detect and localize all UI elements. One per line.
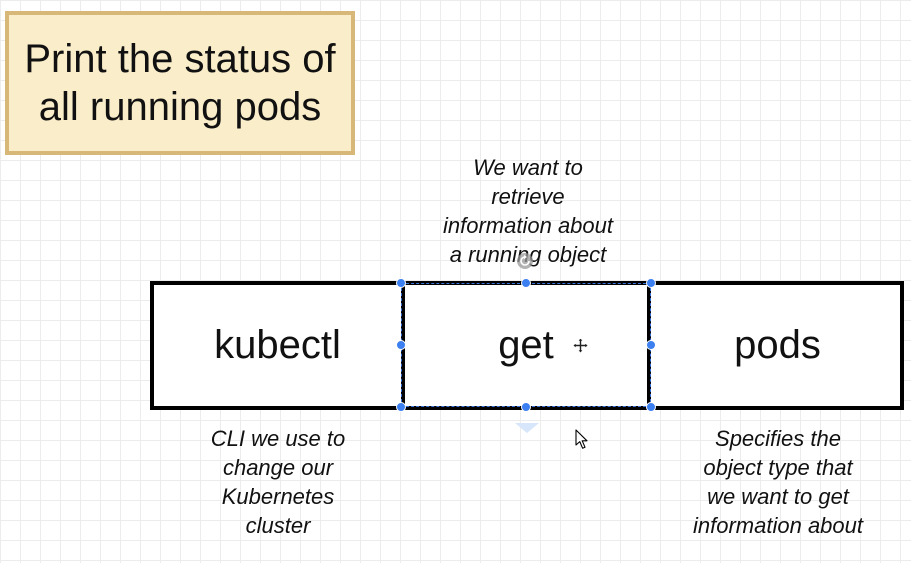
resize-handle-bottom-right[interactable] — [646, 402, 656, 412]
command-text-kubectl: kubectl — [214, 323, 341, 367]
title-line-2: all running pods — [38, 85, 322, 129]
note-line: change our — [222, 455, 334, 480]
resize-handle-bottom-left[interactable] — [396, 402, 406, 412]
cursor-arrow-icon — [575, 429, 588, 449]
move-icon[interactable] — [572, 337, 589, 354]
resize-handle-left[interactable] — [396, 340, 406, 350]
title-box[interactable]: Print the status of all running pods — [5, 11, 355, 155]
title-line-1: Print the status of — [24, 37, 336, 81]
note-line: object type that — [703, 455, 853, 480]
command-text-pods: pods — [734, 323, 821, 367]
resize-handle-top-right[interactable] — [646, 278, 656, 288]
command-row: kubectl get pods — [150, 281, 904, 410]
resize-handle-right[interactable] — [646, 340, 656, 350]
note-line: retrieve — [491, 184, 565, 209]
note-kubectl-description[interactable]: CLI we use to change our Kubernetes clus… — [168, 424, 388, 540]
note-line: Specifies the — [715, 426, 841, 451]
triangle-down-icon[interactable] — [514, 422, 540, 434]
resize-handle-bottom[interactable] — [521, 402, 531, 412]
resize-handle-top[interactable] — [521, 278, 531, 288]
note-get-description[interactable]: We want to retrieve information about a … — [418, 153, 638, 269]
note-line: we want to get — [707, 484, 849, 509]
command-cell-kubectl[interactable]: kubectl — [154, 285, 401, 406]
note-pods-description[interactable]: Specifies the object type that we want t… — [660, 424, 896, 540]
note-line: information about — [443, 213, 613, 238]
note-line: cluster — [245, 513, 311, 538]
note-line: Kubernetes — [221, 484, 335, 509]
resize-handle-top-left[interactable] — [396, 278, 406, 288]
note-line: information about — [693, 513, 863, 538]
note-line: CLI we use to — [210, 426, 346, 451]
rotate-icon[interactable] — [516, 252, 534, 270]
title-text: Print the status of all running pods — [15, 35, 345, 131]
command-cell-get[interactable]: get — [401, 285, 651, 406]
command-cell-pods[interactable]: pods — [651, 285, 904, 406]
command-text-get: get — [498, 323, 554, 367]
note-line: We want to — [473, 155, 583, 180]
